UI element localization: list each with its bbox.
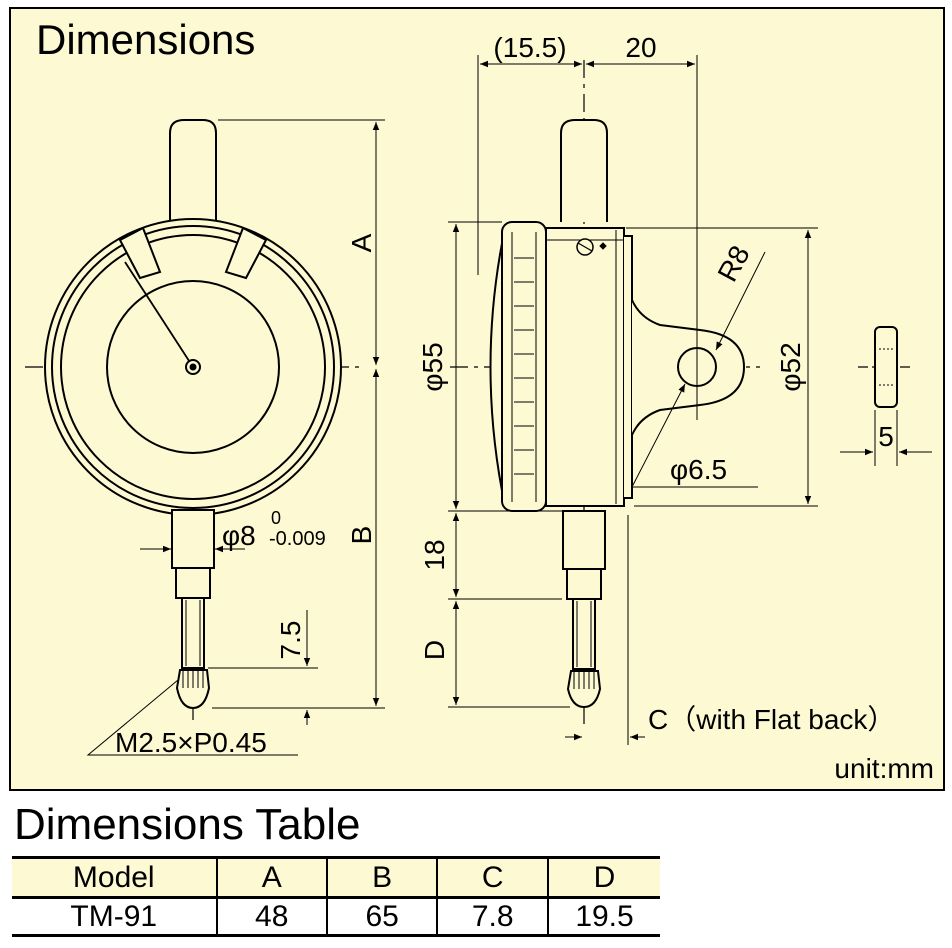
label-flat-back: C（with Flat back） [648, 704, 895, 735]
label-bezel-dia: φ55 [417, 342, 448, 391]
side-contact-knurl [573, 671, 595, 689]
lug-detail-view [840, 326, 932, 466]
label-contact-len: 7.5 [275, 621, 306, 660]
front-pointer-pin [189, 363, 197, 371]
dimensions-table: Model A B C D TM-91 48 65 7.8 19.5 [12, 856, 660, 937]
label-stem-tol-upper: 0 [271, 508, 281, 528]
front-pointer [124, 261, 194, 368]
side-bezel-ring [501, 221, 547, 512]
label-back-offset: (15.5) [493, 32, 566, 63]
front-top-stem [169, 119, 217, 225]
front-limit-tab-right [224, 226, 268, 280]
table-header-a: A [215, 857, 327, 898]
label-d: D [419, 640, 450, 660]
panel-title: Dimensions [36, 16, 255, 63]
side-case-body [545, 227, 625, 507]
side-spindle [572, 598, 596, 670]
label-thread: M2.5×P0.45 [115, 727, 267, 758]
label-b: B [346, 526, 377, 545]
label-stem-len: 18 [419, 539, 450, 570]
label-thickness: 5 [878, 421, 894, 452]
label-stem-tol-lower: -0.009 [269, 528, 326, 550]
label-stem-dia: φ8 [222, 520, 256, 551]
label-case-dia: φ52 [775, 342, 806, 391]
front-contact-point [175, 669, 211, 710]
side-stem [562, 510, 606, 570]
dim-lug-radius-leader [715, 251, 766, 351]
label-lug-depth: 20 [625, 32, 656, 63]
side-cap-screw-slot [577, 242, 593, 252]
thread-leader [86, 679, 298, 756]
label-a: A [346, 233, 377, 252]
front-stem-neck [175, 567, 211, 599]
table-cell-d: 19.5 [547, 897, 660, 936]
front-limit-tab-left [118, 226, 162, 280]
side-stem-neck [566, 568, 602, 600]
dim-lug-hole-leader [631, 383, 758, 488]
front-dial-face [106, 280, 280, 454]
front-spindle [181, 597, 205, 669]
front-stem [171, 509, 215, 569]
table-header-d: D [547, 857, 660, 898]
lug-detail-body [874, 326, 898, 408]
label-lug-hole: φ6.5 [670, 454, 727, 485]
front-bezel-inner [51, 225, 335, 509]
side-view [448, 55, 818, 745]
table-row: TM-91 48 65 7.8 19.5 [12, 897, 660, 936]
table-header-b: B [325, 857, 438, 898]
table-header-c: C [436, 857, 549, 898]
side-back-plate [624, 235, 633, 499]
table-cell-model: TM-91 [70, 899, 158, 933]
side-bezel-knurl [514, 257, 534, 475]
side-top-stem [560, 119, 608, 222]
front-contact-knurl [182, 670, 204, 688]
table-header-model: Model [72, 860, 155, 894]
front-dial-ring [60, 234, 326, 500]
unit-label: unit:mm [834, 753, 934, 784]
dimension-drawing: Dimensions unit:mm A B φ8 0 -0.009 7.5 M… [9, 7, 945, 791]
table-cell-b: 65 [325, 897, 438, 936]
side-cap-screw-mark [599, 242, 607, 250]
table-cell-a: 48 [215, 897, 327, 936]
table-header-row: Model A B C D [12, 857, 660, 898]
front-view [25, 119, 385, 756]
table-cell-c: 7.8 [436, 897, 549, 936]
table-title: Dimensions Table [14, 800, 361, 849]
